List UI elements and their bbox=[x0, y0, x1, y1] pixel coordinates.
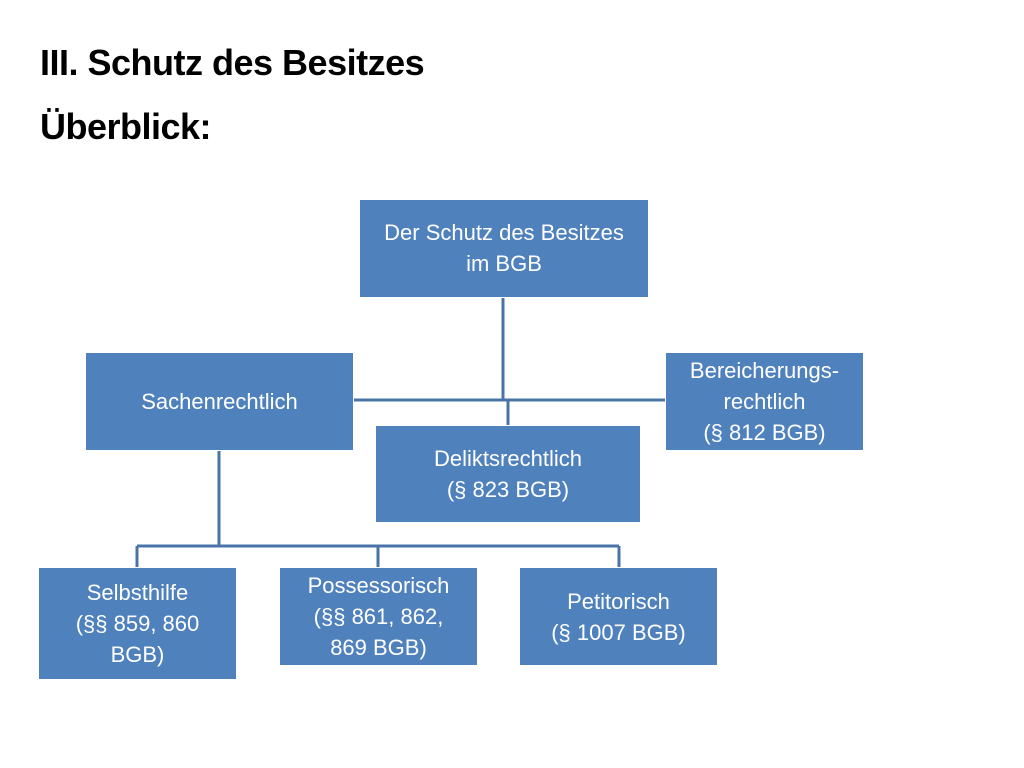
node-label-line: Possessorisch bbox=[307, 573, 450, 598]
node-petitorisch: Petitorisch (§ 1007 BGB) bbox=[519, 567, 718, 666]
node-bereicherungsrechtlich: Bereicherungs-rechtlich (§ 812 BGB) bbox=[665, 352, 864, 451]
node-label-line: (§ 823 BGB) bbox=[446, 477, 570, 502]
slide-subtitle: Überblick: bbox=[40, 106, 212, 147]
node-label-line: BGB) bbox=[110, 642, 165, 667]
node-label: Possessorisch (§§ 861, 862, 869 BGB) bbox=[308, 570, 450, 663]
node-label: Bereicherungs-rechtlich (§ 812 BGB) bbox=[690, 355, 839, 448]
slide-title: III. Schutz des Besitzes bbox=[40, 42, 425, 83]
node-label-line: rechtlich bbox=[723, 389, 806, 414]
node-label-line: (§§ 861, 862, bbox=[313, 604, 444, 629]
node-label-line: 869 BGB) bbox=[330, 635, 427, 660]
node-label-line: (§ 812 BGB) bbox=[703, 420, 826, 445]
node-label-line: (§§ 859, 860 bbox=[75, 611, 200, 636]
node-label-line: Selbsthilfe bbox=[86, 580, 189, 605]
node-label: Petitorisch (§ 1007 BGB) bbox=[551, 586, 686, 648]
node-label-line: Petitorisch bbox=[567, 588, 670, 614]
node-label: Der Schutz des Besitzes im BGB bbox=[384, 217, 624, 279]
node-label-line: im BGB bbox=[466, 251, 542, 276]
node-label: Deliktsrechtlich (§ 823 BGB) bbox=[434, 443, 582, 505]
node-possessorisch: Possessorisch (§§ 861, 862, 869 BGB) bbox=[279, 567, 478, 666]
node-root: Der Schutz des Besitzes im BGB bbox=[359, 199, 649, 298]
node-label-line: Bereicherungs- bbox=[689, 358, 840, 383]
node-label: Sachenrechtlich bbox=[141, 386, 298, 417]
node-label-line: Sachenrechtlich bbox=[141, 389, 298, 414]
node-label-line: (§ 1007 BGB) bbox=[551, 619, 686, 645]
node-deliktsrechtlich: Deliktsrechtlich (§ 823 BGB) bbox=[375, 425, 641, 523]
node-label-line: Der Schutz des Besitzes bbox=[384, 220, 624, 245]
node-sachenrechtlich: Sachenrechtlich bbox=[85, 352, 354, 451]
node-label-line: Deliktsrechtlich bbox=[434, 446, 582, 471]
